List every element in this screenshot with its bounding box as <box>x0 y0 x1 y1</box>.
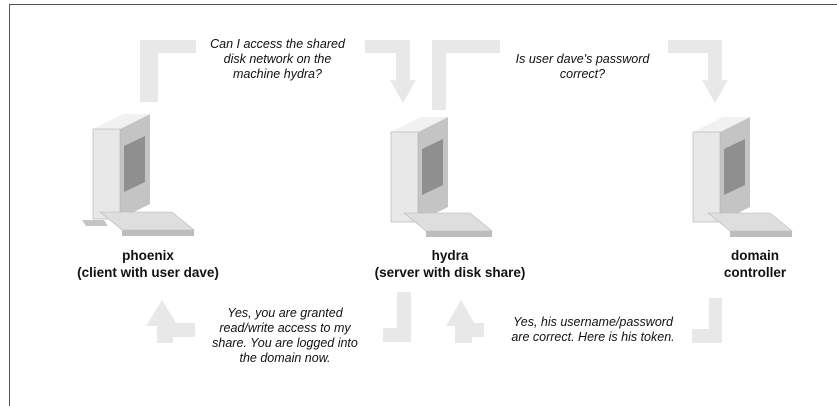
arrow-hydra-to-dc <box>432 40 728 110</box>
computer-label-hydra: hydra (server with disk share) <box>374 248 526 280</box>
message-request-access: Can I access the shared disk network on … <box>210 37 345 81</box>
arrow-phoenix-to-hydra <box>140 40 416 103</box>
message-password-ok: Yes, his username/password are correct. … <box>511 315 675 344</box>
computer-phoenix-icon <box>82 114 195 236</box>
computer-domain-controller-icon <box>692 117 793 237</box>
arrow-dc-to-hydra <box>446 298 722 343</box>
computer-hydra-icon <box>390 117 493 237</box>
computer-label-domain-controller: domain controller <box>723 248 787 280</box>
message-check-password: Is user dave's password correct? <box>515 52 650 81</box>
computer-label-phoenix: phoenix (client with user dave) <box>77 248 219 280</box>
arrow-hydra-to-phoenix <box>146 292 411 343</box>
frame-top-border <box>9 4 837 5</box>
frame-left-border <box>9 4 10 406</box>
message-grant-access: Yes, you are granted read/write access t… <box>212 306 358 365</box>
